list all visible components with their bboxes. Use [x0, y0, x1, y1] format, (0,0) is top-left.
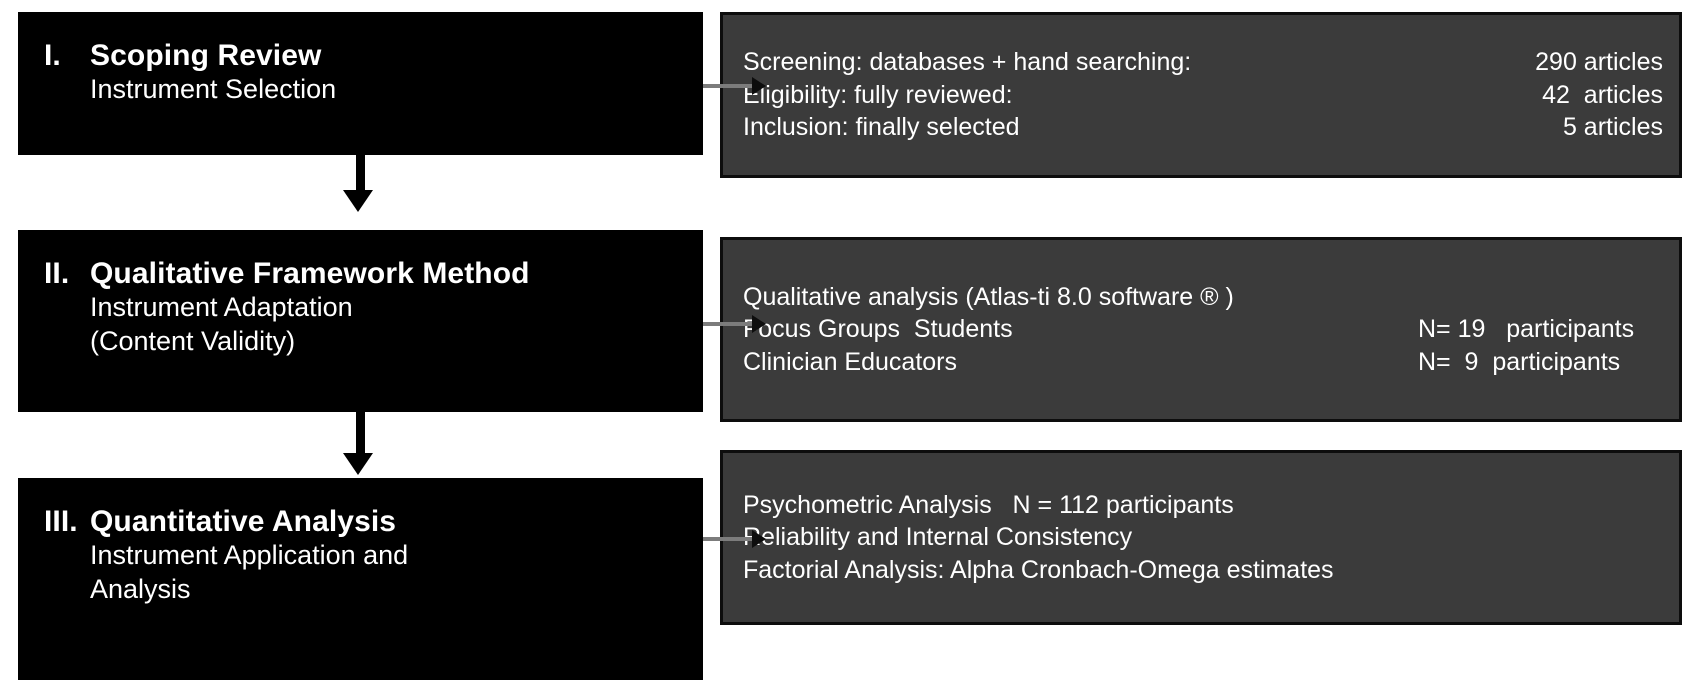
detail-label-2-2: Focus Groups Students: [743, 315, 1013, 344]
phase-title-text-1: Scoping Review: [90, 39, 322, 72]
phase-title-1: I. Scoping Review: [44, 38, 685, 73]
phase-subtitle-2-line-1: Instrument Adaptation: [90, 292, 353, 323]
detail-label-2-3: Clinician Educators: [743, 347, 957, 376]
detail-suffix-2-1: (Atlas-ti 8.0 software ® ): [958, 282, 1234, 311]
detail-value-1-2: 42 articles: [1542, 80, 1663, 109]
phase-title-3: III. Quantitative Analysis: [44, 504, 685, 539]
detail-value-1-3: 5 articles: [1562, 113, 1663, 142]
detail-box-screening-results: Screening: databases + hand searching: 2…: [720, 12, 1682, 178]
vertical-arrow-line-phase2-to-phase3: [356, 412, 365, 457]
detail-label-2-1: Qualitative analysis: [743, 282, 959, 311]
horizontal-arrow-line-phase3-to-detail3: [703, 537, 755, 541]
detail-line-1-3: Inclusion: finally selected 5 articles: [743, 111, 1663, 144]
phase-subtitle-2-line-2: (Content Validity): [90, 326, 296, 357]
detail-suffix-3-1: N = 112 participants: [991, 490, 1234, 519]
detail-value-2-2: N= 19 participants: [1418, 315, 1635, 344]
detail-line-3-3: Factorial Analysis: Alpha Cronbach-Omega…: [743, 554, 1663, 587]
phase-numeral-3: III.: [44, 505, 78, 538]
phase-numeral-2: II.: [44, 257, 70, 290]
detail-box-qualitative-analysis: Qualitative analysis (Atlas-ti 8.0 softw…: [720, 237, 1682, 422]
horizontal-arrow-line-phase1-to-detail1: [703, 84, 755, 88]
phase-subtitle-3-line-1: Instrument Application and: [90, 540, 409, 571]
right-arrowhead-icon-phase3-to-detail3: [752, 530, 766, 548]
phase-title-2: II. Qualitative Framework Method: [44, 256, 685, 291]
phase-title-text-3: Quantitative Analysis: [90, 505, 397, 538]
detail-line-2-3: Clinician Educators N= 9 participants: [743, 346, 1663, 379]
detail-label-3-2: Reliability and Internal Consistency: [743, 523, 1133, 552]
right-arrowhead-icon-phase2-to-detail2: [752, 315, 766, 333]
phase-box-qualitative-framework-method: II. Qualitative Framework Method Instrume…: [18, 230, 703, 412]
phase-box-scoping-review: I. Scoping Review Instrument Selection: [18, 12, 703, 155]
detail-label-1-3: Inclusion: finally selected: [743, 113, 1020, 142]
phase-subtitle-1-line-1: Instrument Selection: [90, 74, 337, 105]
detail-label-3-3: Factorial Analysis: Alpha Cronbach-Omega…: [743, 555, 1334, 584]
detail-value-1-1: 290 articles: [1535, 48, 1663, 77]
phase-subtitle-3-line-2: Analysis: [90, 574, 191, 605]
detail-label-1-2: Eligibility: fully reviewed:: [743, 80, 1013, 109]
detail-label-1-1: Screening: databases + hand searching:: [743, 48, 1192, 77]
phase-numeral-1: I.: [44, 39, 61, 72]
detail-label-3-1: Psychometric Analysis: [743, 490, 992, 519]
detail-line-3-2: Reliability and Internal Consistency: [743, 521, 1663, 554]
down-arrowhead-icon-phase2-to-phase3: [343, 453, 373, 475]
detail-box-psychometric-analysis: Psychometric Analysis N = 112 participan…: [720, 450, 1682, 625]
phase-box-quantitative-analysis: III. Quantitative Analysis Instrument App…: [18, 478, 703, 680]
right-arrowhead-icon-phase1-to-detail1: [752, 77, 766, 95]
horizontal-arrow-line-phase2-to-detail2: [703, 322, 755, 326]
detail-line-2-2: Focus Groups Students N= 19 participants: [743, 313, 1663, 346]
phase-title-text-2: Qualitative Framework Method: [90, 257, 530, 290]
detail-line-1-1: Screening: databases + hand searching: 2…: [743, 46, 1663, 79]
vertical-arrow-line-phase1-to-phase2: [356, 155, 365, 197]
detail-line-2-1: Qualitative analysis (Atlas-ti 8.0 softw…: [743, 281, 1663, 314]
detail-line-3-1: Psychometric Analysis N = 112 participan…: [743, 489, 1663, 522]
down-arrowhead-icon-phase1-to-phase2: [343, 190, 373, 212]
detail-line-1-2: Eligibility: fully reviewed: 42 articles: [743, 79, 1663, 112]
detail-value-2-3: N= 9 participants: [1418, 347, 1621, 376]
